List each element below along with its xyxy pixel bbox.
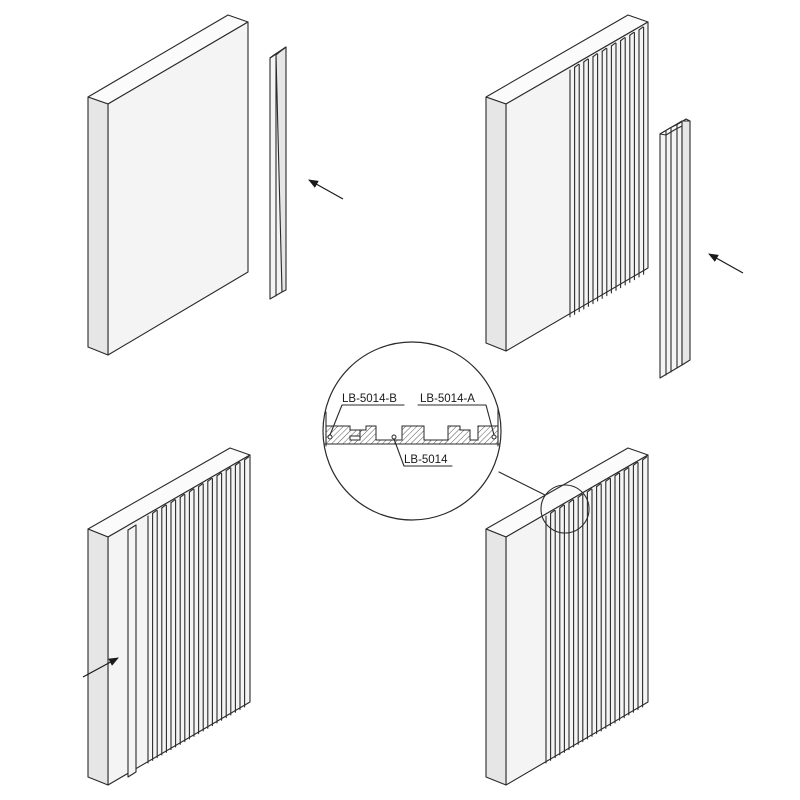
step3-slat-cap bbox=[152, 509, 158, 514]
step2-slat-cap bbox=[620, 37, 626, 42]
wall-side-face bbox=[87, 96, 109, 356]
step4-slat-cap bbox=[568, 499, 574, 504]
step2-slat-cap bbox=[629, 31, 635, 36]
step4-slat-cap bbox=[614, 472, 620, 477]
step4-slat-cap bbox=[642, 456, 648, 461]
edge-strip-front bbox=[127, 524, 137, 778]
insert-arrow-3 bbox=[82, 657, 119, 678]
step4-slat-cap bbox=[596, 483, 602, 488]
step3-slat-cap bbox=[234, 461, 240, 466]
leader-part-a bbox=[417, 404, 495, 436]
installed-slats-4 bbox=[545, 456, 648, 764]
incoming-slat-edge bbox=[681, 120, 691, 366]
step-1-group bbox=[87, 14, 344, 356]
step4-slat-cap bbox=[632, 461, 638, 466]
step2-slat-cap bbox=[592, 53, 598, 58]
detail-view: LB-5014-B LB-5014-A LB-5014 bbox=[322, 341, 502, 521]
step3-slat-cap bbox=[161, 504, 167, 509]
step2-slat-cap bbox=[601, 47, 607, 52]
step2-slat-cap bbox=[583, 58, 589, 63]
step3-slat-cap bbox=[244, 456, 250, 461]
step2-slat-cap bbox=[610, 42, 616, 47]
wall-front-face-4 bbox=[505, 454, 649, 786]
step4-slat-cap bbox=[623, 467, 629, 472]
detail-fastener-mid bbox=[391, 434, 397, 440]
detail-leader-line bbox=[498, 471, 546, 496]
label-part-b: LB-5014-B bbox=[342, 393, 397, 405]
wall-side-face-3 bbox=[87, 528, 109, 786]
leader-part-b bbox=[329, 404, 405, 436]
step2-slat-cap bbox=[638, 26, 644, 31]
step3-slat-cap bbox=[225, 467, 231, 472]
insert-arrow-2 bbox=[708, 253, 744, 274]
step3-slat-cap bbox=[198, 483, 204, 488]
step4-slat-cap bbox=[550, 509, 556, 514]
step3-slat-cap bbox=[170, 499, 176, 504]
step3-slat-cap bbox=[216, 472, 222, 477]
step2-slat-cap bbox=[574, 63, 580, 68]
label-part-a: LB-5014-A bbox=[420, 393, 475, 405]
step4-slat-cap bbox=[605, 477, 611, 482]
installed-slats-3 bbox=[147, 456, 250, 764]
step4-slat-cap bbox=[559, 504, 565, 509]
detail-profile-section bbox=[325, 425, 499, 445]
detail-callout-circle bbox=[540, 484, 590, 534]
step3-slat-cap bbox=[179, 493, 185, 498]
step3-slat-cap bbox=[188, 488, 194, 493]
strip-top bbox=[269, 46, 287, 59]
step4-slat-cap bbox=[586, 488, 592, 493]
insert-arrow-1 bbox=[308, 179, 344, 200]
wall-side-face-2 bbox=[485, 96, 507, 352]
detail-fastener-b bbox=[327, 434, 333, 440]
wall-side-face-4 bbox=[485, 528, 507, 786]
leader-part-mid bbox=[393, 438, 453, 467]
step-4-group bbox=[485, 447, 649, 786]
installed-slats-2 bbox=[569, 26, 645, 318]
step-3-group bbox=[82, 447, 251, 786]
step-2-group bbox=[485, 14, 744, 379]
step3-slat-cap bbox=[207, 477, 213, 482]
step4-slat-cap bbox=[577, 493, 583, 498]
wall-front-face bbox=[107, 21, 249, 356]
wall-front-face-2 bbox=[505, 21, 649, 352]
detail-fastener-a bbox=[491, 434, 497, 440]
label-part-mid: LB-5014 bbox=[404, 454, 448, 466]
